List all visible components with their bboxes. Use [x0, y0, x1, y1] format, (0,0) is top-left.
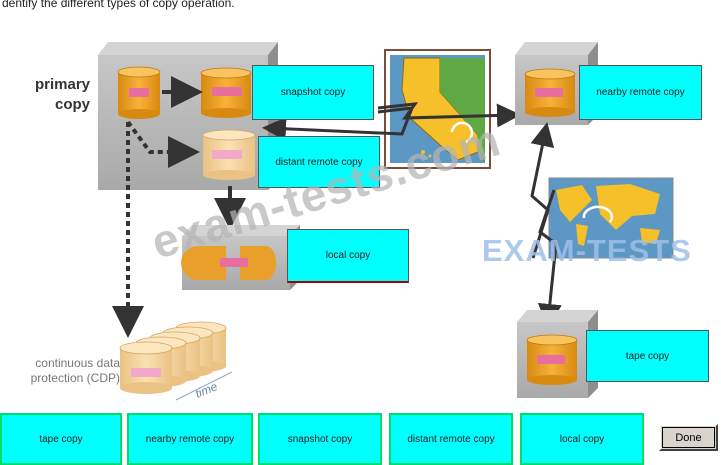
cdp-label-line2: protection (CDP) — [30, 371, 120, 385]
cdp-label-line1: continuous data — [35, 356, 120, 370]
nearby-remote-target-box[interactable]: nearby remote copy — [579, 65, 702, 120]
answer-slot-distant-remote[interactable]: distant remote copy — [389, 413, 513, 465]
snapshot-disk-icon — [200, 67, 252, 118]
primary-label-line1: primary — [34, 76, 90, 93]
cdp-label: continuous data protection (CDP) — [8, 356, 120, 386]
answer-slot-nearby-remote[interactable]: nearby remote copy — [127, 413, 253, 465]
primary-disk-icon — [117, 66, 161, 119]
done-button[interactable]: Done — [659, 424, 718, 451]
distant-remote-target-box[interactable]: distant remote copy — [258, 136, 380, 188]
tape-down-arrow — [537, 189, 562, 328]
snapshot-target-box[interactable]: snapshot copy — [252, 65, 374, 120]
distant-dashed-arrow — [126, 120, 200, 168]
time-axis-line — [175, 371, 233, 401]
answer-slot-snapshot[interactable]: snapshot copy — [258, 413, 382, 465]
distant-disk-icon — [202, 129, 256, 180]
tape-target-box[interactable]: tape copy — [586, 330, 709, 382]
world-map-image — [548, 177, 674, 259]
watermark-secondary: EXAM-TESTS — [482, 233, 692, 268]
cdp-disk-stack — [119, 321, 233, 401]
answer-slot-local[interactable]: local copy — [520, 413, 644, 465]
local-target-box[interactable]: local copy — [287, 229, 409, 283]
distant-lightning-arrow — [262, 106, 415, 141]
question-text: dentify the different types of copy oper… — [2, 0, 235, 10]
answer-slot-tape[interactable]: tape copy — [0, 413, 122, 465]
primary-copy-label: primary copy — [20, 75, 90, 115]
nearby-lightning-arrow — [377, 102, 521, 128]
primary-label-line2: copy — [54, 96, 90, 113]
nearby-remote-server-box — [515, 42, 598, 125]
local-server-box — [181, 225, 300, 290]
